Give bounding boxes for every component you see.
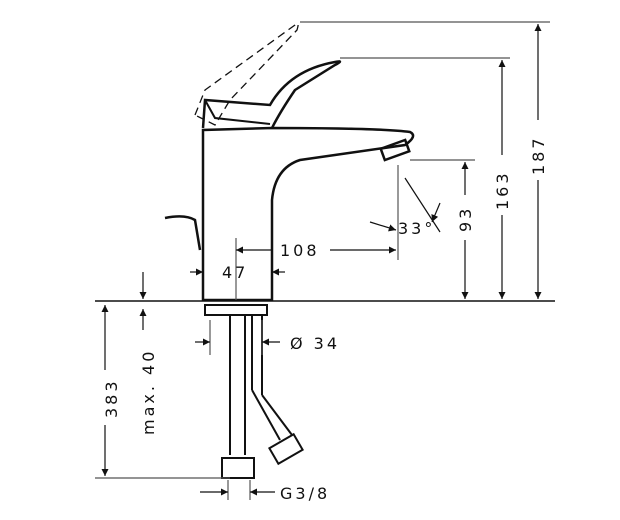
mounting-assembly xyxy=(204,304,304,479)
dim-diameter-34: Ø 34 xyxy=(290,334,340,353)
drain-rod xyxy=(164,215,202,251)
dim-max-40: max. 40 xyxy=(139,349,158,435)
dim-108: 108 xyxy=(280,241,320,260)
faucet-body xyxy=(201,60,415,302)
dim-163: 163 xyxy=(493,170,512,210)
dim-47: 47 xyxy=(222,263,248,282)
dim-383: 383 xyxy=(102,378,121,418)
dim-93: 93 xyxy=(456,206,475,232)
dim-g-3-8: G3/8 xyxy=(280,484,330,503)
dim-33-deg: 33° xyxy=(398,219,435,238)
lever-open-outline xyxy=(194,22,299,126)
dim-187: 187 xyxy=(529,135,548,175)
